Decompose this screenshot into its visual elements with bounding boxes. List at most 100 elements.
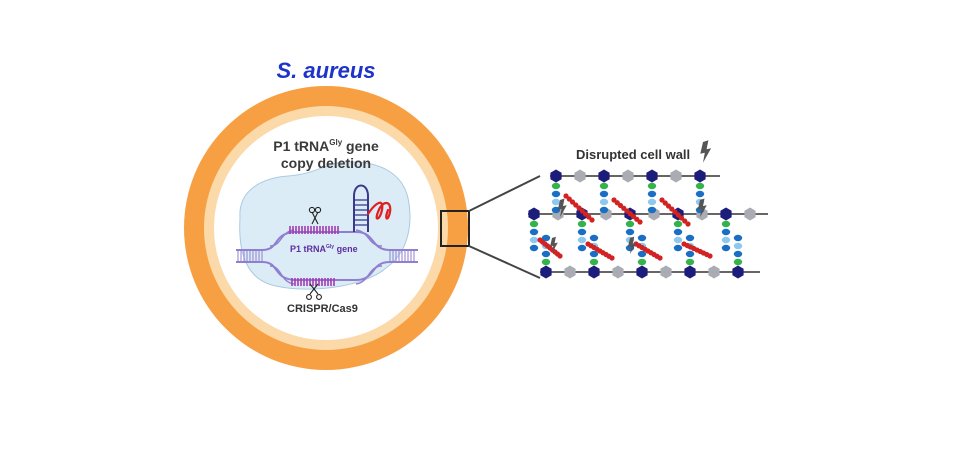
peptide-unit xyxy=(541,250,551,258)
inline-gene-prefix: P1 tRNA xyxy=(290,244,327,254)
sugar-unit xyxy=(528,207,540,221)
gene-label-line2: copy deletion xyxy=(280,155,372,171)
peptide-unit xyxy=(599,190,609,198)
peptide-unit xyxy=(637,258,647,266)
sugar-unit xyxy=(540,265,552,279)
lightning-bolt-icon xyxy=(550,236,558,253)
dna-base-pairs xyxy=(237,250,415,262)
sugar-unit xyxy=(744,207,756,221)
sugar-unit xyxy=(670,169,682,183)
peptide-unit xyxy=(625,220,635,228)
peptide-unit xyxy=(733,258,743,266)
glycine-unit xyxy=(637,219,643,225)
sugar-unit xyxy=(660,265,672,279)
peptide-unit xyxy=(637,234,647,242)
peptide-unit xyxy=(673,228,683,236)
peptidoglycan-network xyxy=(528,140,768,279)
sugar-unit xyxy=(720,207,732,221)
peptide-unit xyxy=(599,198,609,206)
lightning-bolt-icon xyxy=(700,140,712,163)
peptide-unit xyxy=(551,182,561,190)
peptide-unit xyxy=(685,234,695,242)
peptide-unit xyxy=(695,182,705,190)
sugar-unit xyxy=(598,169,610,183)
glycine-unit xyxy=(609,255,615,261)
peptide-unit xyxy=(599,206,609,214)
glycine-unit xyxy=(589,217,595,223)
sugar-unit xyxy=(646,169,658,183)
zoom-line-bottom xyxy=(468,245,541,279)
peptide-unit xyxy=(625,228,635,236)
peptide-unit xyxy=(637,250,647,258)
glycine-unit xyxy=(557,253,563,259)
sugar-unit xyxy=(694,169,706,183)
gene-marks-upper xyxy=(289,226,339,234)
peptide-unit xyxy=(529,236,539,244)
peptide-unit xyxy=(541,234,551,242)
sugar-unit xyxy=(588,265,600,279)
peptide-unit xyxy=(647,198,657,206)
glycine-unit xyxy=(657,255,663,261)
peptide-unit xyxy=(673,220,683,228)
peptide-unit xyxy=(551,190,561,198)
peptide-unit xyxy=(589,258,599,266)
sugar-unit xyxy=(550,169,562,183)
inline-gene-superscript: Gly xyxy=(326,244,335,250)
sugar-unit xyxy=(732,265,744,279)
peptide-unit xyxy=(577,228,587,236)
inline-gene-suffix: gene xyxy=(334,244,358,254)
peptide-unit xyxy=(673,236,683,244)
peptide-unit xyxy=(529,228,539,236)
peptide-unit xyxy=(673,244,683,252)
peptide-unit xyxy=(721,220,731,228)
peptide-unit xyxy=(721,244,731,252)
peptide-unit xyxy=(577,244,587,252)
peptide-unit xyxy=(589,250,599,258)
peptide-unit xyxy=(529,220,539,228)
sugar-unit xyxy=(612,265,624,279)
zoom-line-top xyxy=(468,175,541,212)
lightning-bolt-icon xyxy=(627,236,637,255)
sugar-unit xyxy=(622,169,634,183)
scissors-icon xyxy=(308,206,322,225)
peptide-unit xyxy=(695,190,705,198)
organism-title: S. aureus xyxy=(276,58,376,83)
scissors-icon xyxy=(306,283,322,300)
gene-marks-lower xyxy=(291,278,335,286)
peptide-unit xyxy=(551,198,561,206)
peptide-unit xyxy=(733,234,743,242)
peptide-unit xyxy=(733,250,743,258)
lightning-bolt-icon xyxy=(557,198,567,218)
sugar-unit xyxy=(564,265,576,279)
peptide-unit xyxy=(529,244,539,252)
peptide-unit xyxy=(685,250,695,258)
peptide-unit xyxy=(647,182,657,190)
peptide-unit xyxy=(647,190,657,198)
crispr-label: CRISPR/Cas9 xyxy=(287,303,358,315)
peptide-unit xyxy=(721,236,731,244)
sugar-unit xyxy=(636,265,648,279)
lightning-bolt-icon xyxy=(697,198,707,218)
peptide-unit xyxy=(721,228,731,236)
peptide-unit xyxy=(733,242,743,250)
peptide-unit xyxy=(589,234,599,242)
peptide-unit xyxy=(541,258,551,266)
peptide-unit xyxy=(577,220,587,228)
trna-hairpin-icon xyxy=(353,184,392,232)
zoom-box xyxy=(440,210,470,247)
sugar-unit xyxy=(708,265,720,279)
glycine-unit xyxy=(685,221,691,227)
peptide-unit xyxy=(685,258,695,266)
gene-deletion-label: P1 tRNAGly gene copy deletion xyxy=(246,134,406,172)
peptide-unit xyxy=(599,182,609,190)
cell-wall-label: Disrupted cell wall xyxy=(576,147,691,162)
glycine-unit xyxy=(707,253,713,259)
inline-gene-label: P1 tRNAGly gene xyxy=(290,244,358,254)
gene-label-prefix: P1 tRNA xyxy=(273,138,330,154)
gene-label-superscript: Gly xyxy=(329,138,343,147)
peptide-unit xyxy=(577,236,587,244)
sugar-unit xyxy=(574,169,586,183)
sugar-unit xyxy=(684,265,696,279)
peptide-unit xyxy=(647,206,657,214)
